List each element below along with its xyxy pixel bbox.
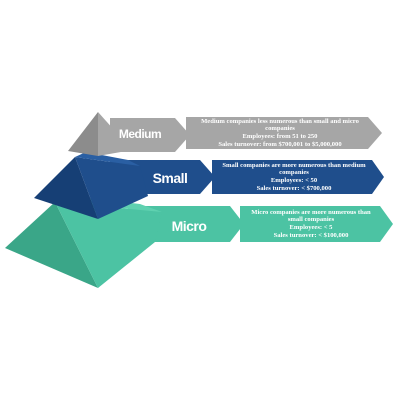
medium-label: Medium bbox=[119, 127, 161, 141]
medium-sales-text: Sales turnover: from $700,001 to $5,000,… bbox=[218, 140, 342, 148]
micro-sales-text: Sales turnover: < $100,000 bbox=[273, 231, 349, 239]
medium-left-face bbox=[68, 112, 98, 156]
micro-left-face bbox=[5, 202, 98, 288]
medium-employees-text: Employees: from 51 to 250 bbox=[242, 133, 318, 140]
micro-right-face bbox=[55, 202, 162, 288]
micro-description: Micro companies are more numerous than s… bbox=[240, 206, 390, 242]
medium-right-face bbox=[98, 112, 132, 156]
small-left-face bbox=[34, 157, 98, 219]
medium-tier: Medium bbox=[68, 112, 382, 156]
small-description: Small companies are more numerous than m… bbox=[212, 160, 382, 194]
small-desc-text: Small companies are more numerous than m… bbox=[222, 161, 366, 177]
medium-description: Medium companies less numerous than smal… bbox=[186, 117, 382, 149]
small-employees-text: Employees: < 50 bbox=[270, 177, 318, 184]
micro-callout-box bbox=[240, 206, 393, 242]
small-tier: Small bbox=[34, 152, 384, 219]
small-callout-box bbox=[212, 160, 384, 194]
small-sales-text: Sales turnover: < $700,000 bbox=[256, 184, 332, 192]
small-right-face bbox=[75, 157, 148, 219]
micro-employees-text: Employees: < 5 bbox=[289, 224, 333, 231]
micro-desc-text: Micro companies are more numerous than s… bbox=[251, 208, 371, 224]
medium-callout-box bbox=[186, 117, 382, 149]
micro-label: Micro bbox=[172, 218, 207, 234]
small-top-face bbox=[75, 152, 140, 166]
medium-arrow bbox=[110, 118, 190, 152]
medium-desc-text: Medium companies less numerous than smal… bbox=[201, 117, 359, 133]
small-label: Small bbox=[153, 170, 188, 186]
